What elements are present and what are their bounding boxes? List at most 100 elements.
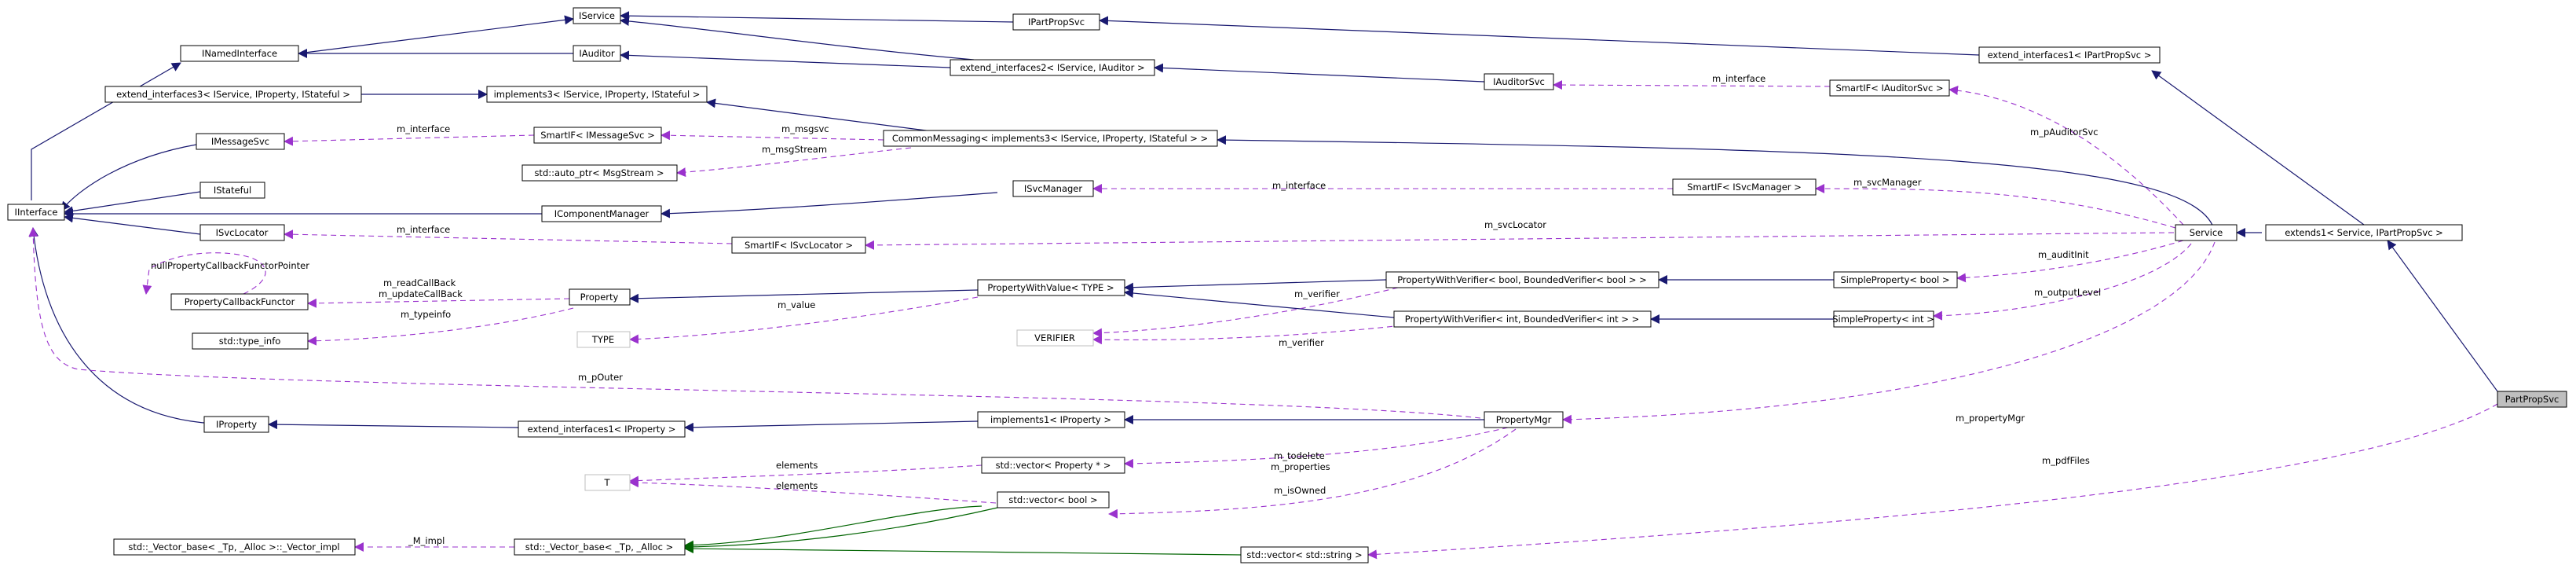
edge-commonmessaging-m-msgsvc: [660, 130, 884, 141]
label-elements-vector-property: elements: [776, 460, 818, 471]
node-commonmessaging[interactable]: CommonMessaging< implements3< IService, …: [883, 130, 1218, 147]
node-verifier[interactable]: VERIFIER: [1016, 329, 1094, 347]
edge-property-m-typeinfo: [307, 307, 574, 346]
label-m-interface-imessagesvc: m_interface: [397, 123, 450, 134]
node-imessagesvc[interactable]: IMessageSvc: [196, 133, 285, 150]
edge-propertymgr-m-isowned: [1108, 428, 1517, 519]
node-vector-string-label: std::vector< std::string >: [1246, 549, 1362, 560]
node-vector-bool[interactable]: std::vector< bool >: [997, 491, 1110, 508]
nodes: IService IPartPropSvc INamedInterface IA…: [7, 7, 2567, 563]
edge-implements1-to-ext1-iproperty: [684, 420, 979, 432]
edge-service-m-svclocator: [865, 232, 2175, 250]
node-type[interactable]: TYPE: [576, 331, 631, 348]
node-iservice[interactable]: IService: [573, 7, 621, 24]
edge-vector-bool-elements: [629, 478, 997, 504]
node-inamedinterface-label: INamedInterface: [202, 48, 277, 59]
node-vector-bool-label: std::vector< bool >: [1008, 494, 1097, 505]
node-ext-ifaces1-iproperty-label: extend_interfaces1< IProperty >: [528, 424, 676, 435]
node-simpleproperty-int-label: SimpleProperty< int >: [1832, 314, 1934, 325]
node-isvcmanager[interactable]: ISvcManager: [1012, 180, 1094, 197]
label-m-updatecallback: m_updateCallBack: [379, 288, 463, 299]
edge-ext2-to-iauditor: [620, 50, 951, 68]
edge-imessagesvc-to-iinterface: [60, 144, 197, 211]
node-smartif-iauditorsvc[interactable]: SmartIF< IAuditorSvc >: [1829, 79, 1950, 97]
node-std-type-info-label: std::type_info: [219, 336, 281, 347]
node-extends1[interactable]: extends1< Service, IPartPropSvc >: [2265, 224, 2463, 241]
edge-partpropsvc-to-extends1: [2387, 240, 2498, 392]
node-partpropsvc[interactable]: PartPropSvc: [2497, 391, 2567, 408]
node-ext-ifaces2[interactable]: extend_interfaces2< IService, IAuditor >: [950, 59, 1155, 76]
edge-partpropsvc-m-pdffiles: [1367, 403, 2498, 560]
node-auto-ptr-msgstream-label: std::auto_ptr< MsgStream >: [534, 167, 664, 178]
node-smartif-isvclocator[interactable]: SmartIF< ISvcLocator >: [731, 237, 866, 254]
node-vector-property-ptr-label: std::vector< Property * >: [996, 460, 1111, 471]
node-iinterface[interactable]: IInterface: [7, 204, 65, 221]
label-m-auditinit: m_auditInit: [2038, 249, 2089, 260]
node-simpleproperty-bool[interactable]: SimpleProperty< bool >: [1833, 271, 1958, 288]
label-m-isowned: m_isOwned: [1274, 485, 1326, 496]
node-extends1-label: extends1< Service, IPartPropSvc >: [2285, 227, 2443, 238]
node-iinterface-label: IInterface: [15, 207, 58, 218]
label-m-interface-isvcmanager: m_interface: [1272, 180, 1326, 191]
node-propertycallbackfunctor-label: PropertyCallbackFunctor: [185, 296, 295, 307]
node-ext-ifaces1-ipartpropsvc[interactable]: extend_interfaces1< IPartPropSvc >: [1978, 46, 2161, 64]
label-m-pdffiles: m_pdfFiles: [2042, 455, 2090, 466]
node-vector-property-ptr[interactable]: std::vector< Property * >: [981, 457, 1125, 474]
label-elements-vector-bool: elements: [776, 480, 818, 491]
label-m-propertymgr: m_propertyMgr: [1956, 413, 2025, 424]
edge-service-m-pauditorsvc: [1948, 86, 2184, 226]
edge-isvcmanager-to-icomponentmanager: [660, 192, 998, 218]
node-iauditor[interactable]: IAuditor: [573, 45, 621, 62]
node-propertywithvalue[interactable]: PropertyWithValue< TYPE >: [977, 279, 1125, 296]
node-vector-base[interactable]: std::_Vector_base< _Tp, _Alloc >: [514, 538, 686, 556]
node-service[interactable]: Service: [2175, 224, 2238, 241]
node-iauditorsvc[interactable]: IAuditorSvc: [1484, 73, 1554, 90]
node-icomponentmanager[interactable]: IComponentManager: [541, 205, 662, 222]
edge-iauditorsvc-m-interface: [1553, 80, 1831, 90]
node-ext-ifaces1-iproperty[interactable]: extend_interfaces1< IProperty >: [518, 420, 686, 438]
node-iproperty[interactable]: IProperty: [203, 416, 269, 433]
edge-vector-bool-to-vector-base: [684, 507, 998, 552]
node-propertycallbackfunctor[interactable]: PropertyCallbackFunctor: [170, 293, 309, 310]
edge-istateful-to-iinterface: [64, 191, 201, 216]
node-pwv-int[interactable]: PropertyWithVerifier< int, BoundedVerifi…: [1393, 310, 1652, 328]
label-m-svclocator: m_svcLocator: [1484, 219, 1546, 230]
node-vector-string[interactable]: std::vector< std::string >: [1240, 546, 1369, 563]
edge-commonmessaging-m-msgstream: [676, 147, 912, 178]
node-implements1-iproperty[interactable]: implements1< IProperty >: [977, 411, 1125, 428]
label-m-impl: _M_impl: [408, 535, 445, 546]
label-m-interface-iauditorsvc: m_interface: [1712, 73, 1766, 84]
node-commonmessaging-label: CommonMessaging< implements3< IService, …: [892, 133, 1208, 144]
label-m-msgstream: m_msgStream: [762, 144, 827, 155]
edge-extends1-to-ext1-ipartpropsvc: [2151, 70, 2365, 226]
node-property-label: Property: [580, 292, 619, 303]
node-istateful[interactable]: IStateful: [199, 182, 265, 199]
edges: [28, 11, 2498, 560]
node-simpleproperty-int[interactable]: SimpleProperty< int >: [1832, 310, 1934, 328]
node-vector-base-impl[interactable]: std::_Vector_base< _Tp, _Alloc >::_Vecto…: [113, 538, 356, 556]
edge-iinterface-to-inamedinterface: [31, 62, 181, 200]
label-m-interface-isvclocator: m_interface: [397, 224, 450, 235]
node-verifier-label: VERIFIER: [1034, 332, 1075, 343]
node-auto-ptr-msgstream[interactable]: std::auto_ptr< MsgStream >: [521, 164, 678, 182]
node-ext-ifaces3[interactable]: extend_interfaces3< IService, IProperty,…: [104, 86, 362, 103]
node-ext-ifaces3-label: extend_interfaces3< IService, IProperty,…: [116, 89, 350, 100]
edge-labels: m_interface m_pAuditorSvc m_interface m_…: [151, 73, 2101, 546]
node-pwv-bool[interactable]: PropertyWithVerifier< bool, BoundedVerif…: [1385, 271, 1659, 288]
node-ipartpropsvc[interactable]: IPartPropSvc: [1012, 13, 1100, 31]
node-smartif-imessagesvc[interactable]: SmartIF< IMessageSvc >: [533, 127, 662, 144]
node-isvclocator[interactable]: ISvcLocator: [199, 224, 285, 241]
node-imessagesvc-label: IMessageSvc: [211, 136, 269, 147]
node-std-type-info[interactable]: std::type_info: [192, 332, 309, 350]
node-inamedinterface[interactable]: INamedInterface: [180, 45, 299, 62]
node-t[interactable]: T: [584, 474, 631, 491]
edge-ext1-ipartpropsvc-to-ipartpropsvc: [1099, 16, 1980, 56]
edge-pwv-bool-to-propertywithvalue: [1124, 279, 1387, 292]
node-implements3[interactable]: implements3< IService, IProperty, IState…: [486, 86, 708, 103]
node-property[interactable]: Property: [569, 288, 631, 306]
node-iauditorsvc-label: IAuditorSvc: [1493, 76, 1545, 87]
node-propertymgr[interactable]: PropertyMgr: [1484, 411, 1564, 428]
node-smartif-isvcmanager[interactable]: SmartIF< ISvcManager >: [1672, 178, 1817, 196]
edge-commonmessaging-to-service: [1217, 135, 2216, 233]
